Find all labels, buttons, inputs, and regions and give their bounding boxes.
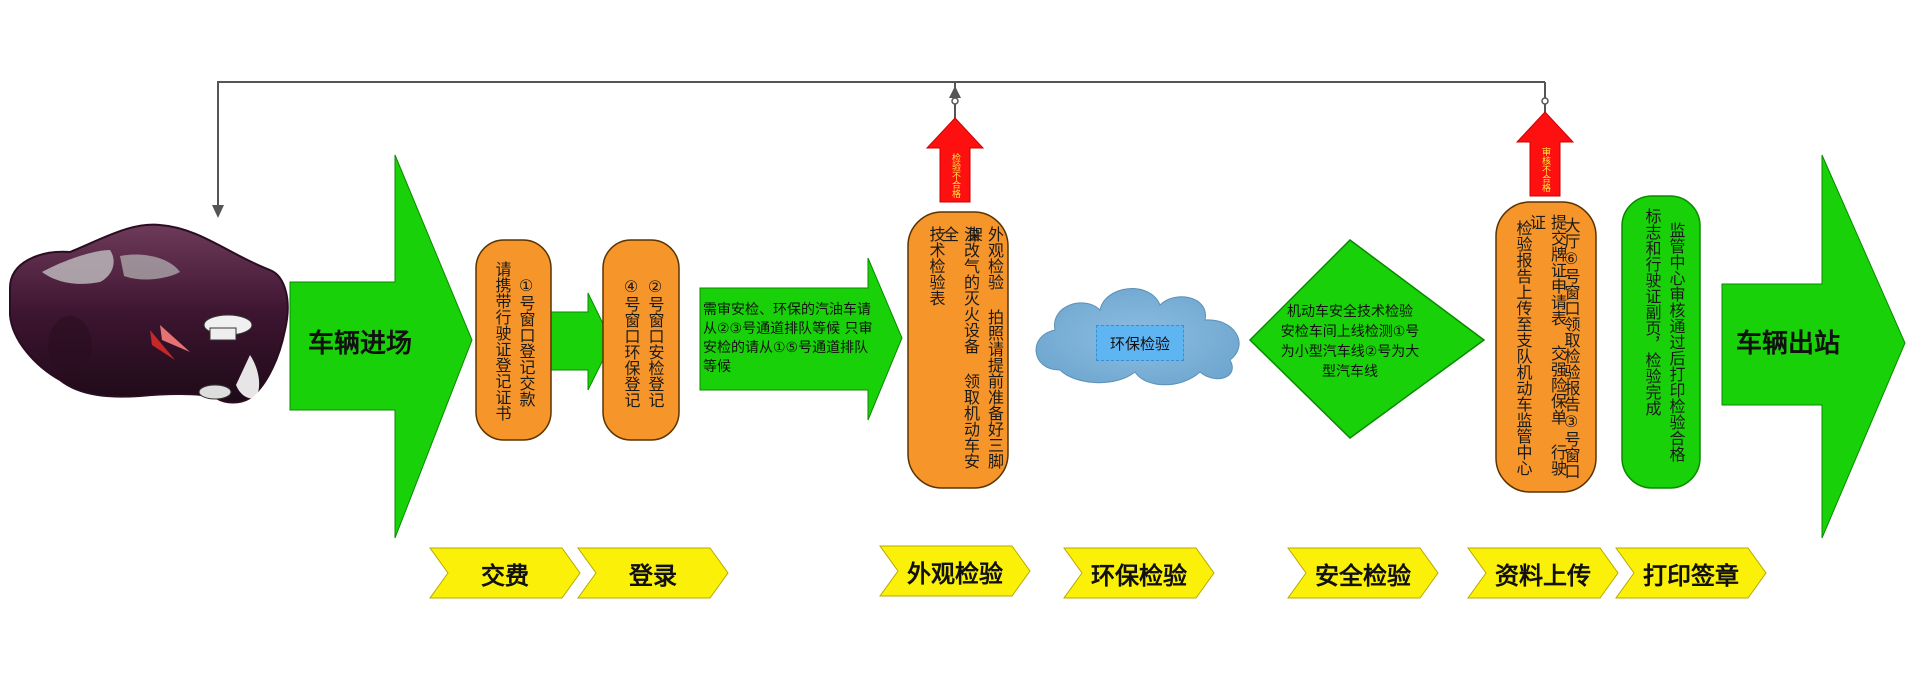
badge-shape-appearance bbox=[879, 545, 1031, 597]
appearance-box bbox=[907, 211, 1009, 489]
badge-register: 登录 bbox=[629, 561, 677, 590]
badge-shape-print bbox=[1615, 547, 1767, 599]
car-image bbox=[9, 223, 289, 404]
queue-arrow bbox=[699, 257, 903, 421]
red-arrow-label-2: 审核不合格 bbox=[1540, 146, 1550, 192]
badge-safety: 安全检验 bbox=[1315, 561, 1411, 590]
badge-shape-env bbox=[1063, 547, 1215, 599]
red-arrow-fail-2 bbox=[1515, 111, 1575, 197]
exit-arrow bbox=[1721, 154, 1906, 539]
badge-upload: 资料上传 bbox=[1495, 561, 1591, 590]
badge-print: 打印签章 bbox=[1643, 561, 1739, 590]
return-lines bbox=[212, 81, 1549, 218]
fee-box-text-2: 请携带行驶证登记证书 bbox=[492, 261, 512, 421]
badges bbox=[429, 545, 1767, 599]
upload-box-text-2: 提交牌证申请表 交强险保单 行驶证 bbox=[1527, 214, 1567, 476]
queue-note: 需审安检、环保的汽油车请从②③号通道排队等候 只审安检的请从①⑤号通道排队等候 bbox=[703, 302, 873, 375]
exit-label: 车辆出站 bbox=[1735, 328, 1840, 359]
env-cloud-label: 环保检验 bbox=[1096, 325, 1184, 361]
safety-diamond-text: 机动车安全技术检验 安检车间上线检测①号为小型汽车线②号为大型汽车线 bbox=[1280, 304, 1420, 380]
red-arrow-fail-1 bbox=[925, 117, 985, 203]
print-box bbox=[1621, 195, 1701, 489]
red-arrow-label-1: 检验不合格 bbox=[950, 152, 960, 198]
print-box-text-1: 监管中心审核通过后打印检验合格 bbox=[1666, 222, 1686, 462]
register-box bbox=[602, 239, 680, 441]
connector-arrow-1 bbox=[547, 292, 613, 391]
safety-diamond bbox=[1248, 239, 1486, 439]
entry-arrow bbox=[289, 154, 473, 539]
print-box-text-2: 标志和行驶证副页，检验完成 bbox=[1642, 208, 1662, 416]
upload-box-text-1: 大厅⑥号窗口领取检验报告③号窗口 bbox=[1561, 217, 1581, 479]
upload-box-text-3: 检验报告上传至支队机动车监管中心 bbox=[1513, 220, 1533, 476]
badge-shape-register bbox=[577, 547, 729, 599]
fee-box bbox=[475, 239, 552, 441]
upload-box bbox=[1495, 201, 1597, 493]
entry-label: 车辆进场 bbox=[307, 328, 412, 359]
appearance-box-text-2: 油改气的灭火设备 领取机动车安全 bbox=[940, 226, 980, 469]
badge-appearance: 外观检验 bbox=[907, 559, 1003, 588]
register-box-text-1: ②号窗口安检登记 bbox=[645, 276, 665, 408]
badge-shape-safety bbox=[1287, 547, 1439, 599]
fee-box-text-1: ①号窗口登记交款 bbox=[516, 275, 536, 407]
badge-env: 环保检验 bbox=[1091, 561, 1187, 590]
badge-shape-upload bbox=[1467, 547, 1619, 599]
badge-fee: 交费 bbox=[481, 561, 529, 590]
register-box-text-2: ④号窗口环保登记 bbox=[621, 276, 641, 408]
badge-shape-fee bbox=[429, 547, 581, 599]
appearance-box-text-3: 技术检验表 bbox=[926, 226, 946, 306]
